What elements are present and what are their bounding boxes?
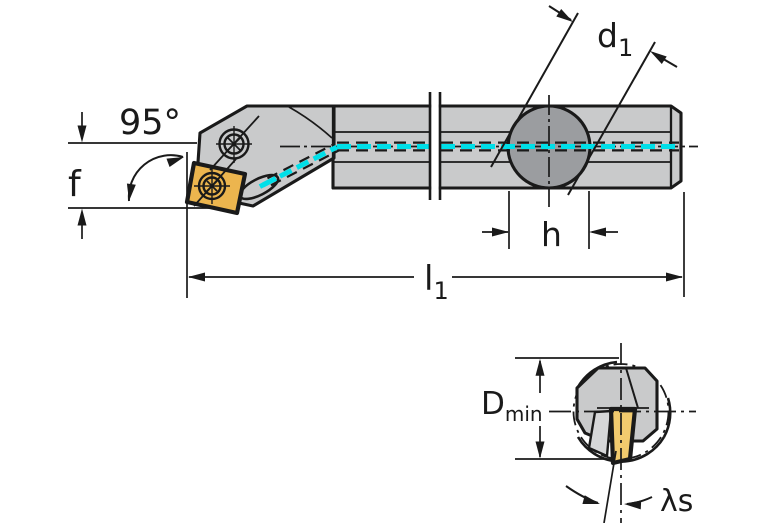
side-view: f 95° l1 h: [68, 5, 698, 305]
insert: [184, 160, 248, 216]
d1-dimension: d1: [490, 5, 678, 196]
insert-screw-icon: [193, 158, 237, 207]
dmin-dimension: Dmin: [481, 357, 619, 460]
l1-label: l1: [424, 259, 449, 305]
l1-dimension: l1: [186, 152, 685, 305]
f-label: f: [68, 164, 82, 205]
shaft-break-lines: [428, 92, 442, 200]
head-chamfer-curve: [288, 106, 333, 139]
angle-95-label: 95°: [119, 103, 181, 143]
angle-95-dimension: 95°: [119, 103, 184, 202]
coolant-channel: [337, 141, 679, 152]
end-view: Dmin λs: [481, 343, 696, 523]
h-dimension: h: [482, 191, 618, 254]
h-label: h: [541, 215, 562, 254]
f-dimension: f: [68, 112, 214, 239]
bar-cross-section: [575, 366, 659, 466]
dmin-label: Dmin: [481, 386, 543, 426]
head-screw-icon: [209, 115, 260, 171]
lambda-s-dimension: λs: [565, 450, 693, 523]
coolant-channel-diagonal: [261, 142, 340, 188]
lambda-s-label: λs: [660, 484, 693, 519]
end-view-insert: [608, 406, 638, 466]
d1-label: d1: [597, 16, 633, 62]
